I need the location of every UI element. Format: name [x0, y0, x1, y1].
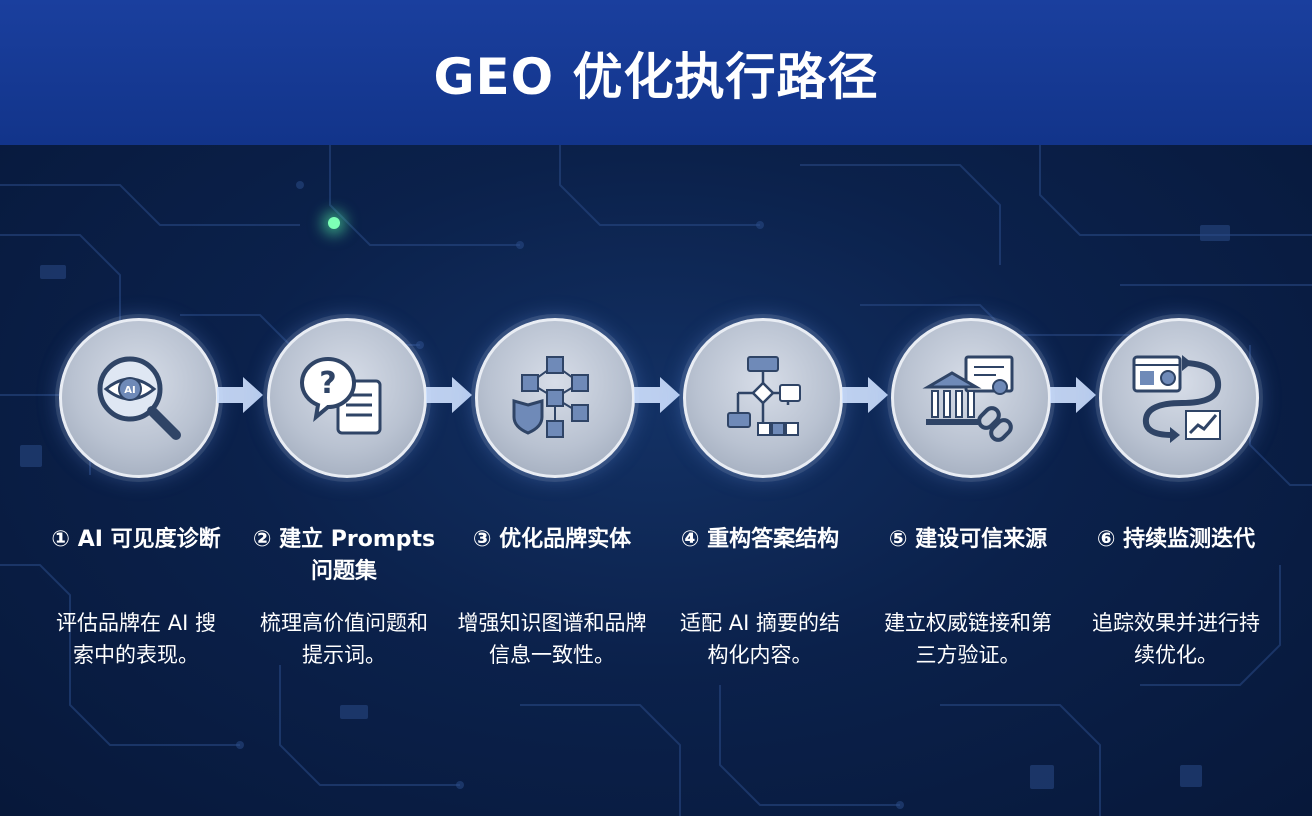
step-4-desc: 适配 AI 摘要的结构化内容。 [680, 611, 840, 667]
ai-badge: AI [124, 385, 135, 396]
monitoring-loop-icon [1132, 355, 1222, 443]
flow-arrow [634, 377, 680, 413]
knowledge-graph-shield-icon [512, 356, 589, 438]
flow-arrow [1050, 377, 1096, 413]
step-5-title: ⑤ 建设可信来源 [888, 527, 1048, 552]
step-5-desc: 建立权威链接和第三方验证。 [884, 611, 1052, 667]
circuit-background [0, 145, 1312, 816]
title-banner: GEO 优化执行路径 [0, 0, 1312, 145]
step-2-desc: 梳理高价值问题和提示词。 [260, 611, 428, 667]
authority-certificate-icon [922, 355, 1014, 442]
step-1-circle: AI [59, 318, 219, 478]
step-3-desc: 增强知识图谱和品牌信息一致性。 [457, 611, 647, 667]
ai-eye-magnifier-icon: AI [97, 356, 181, 440]
step-3-circle [475, 318, 635, 478]
step-1-desc: 评估品牌在 AI 搜索中的表现。 [56, 611, 216, 667]
step-4-circle [683, 318, 843, 478]
question-document-icon: ? [299, 357, 382, 435]
flow-arrow [217, 377, 263, 413]
step-4-title: ④ 重构答案结构 [680, 527, 840, 552]
flow-arrow [426, 377, 472, 413]
step-2-circle: ? [267, 318, 427, 478]
step-2-title: ② 建立 Prompts 问题集 [252, 527, 436, 584]
circuit-pattern [0, 145, 1312, 816]
glow-node [328, 217, 340, 229]
step-5-circle [891, 318, 1051, 478]
step-6-title: ⑥ 持续监测迭代 [1096, 527, 1256, 552]
page-title: GEO 优化执行路径 [433, 47, 879, 106]
svg-text:?: ? [319, 366, 336, 401]
step-6-circle [1099, 318, 1259, 478]
step-3-title: ③ 优化品牌实体 [472, 527, 632, 552]
step-1-title: ① AI 可见度诊断 [51, 527, 221, 552]
step-6-desc: 追踪效果并进行持续优化。 [1092, 611, 1260, 667]
flowchart-icon [727, 356, 801, 436]
flow-arrow [842, 377, 888, 413]
